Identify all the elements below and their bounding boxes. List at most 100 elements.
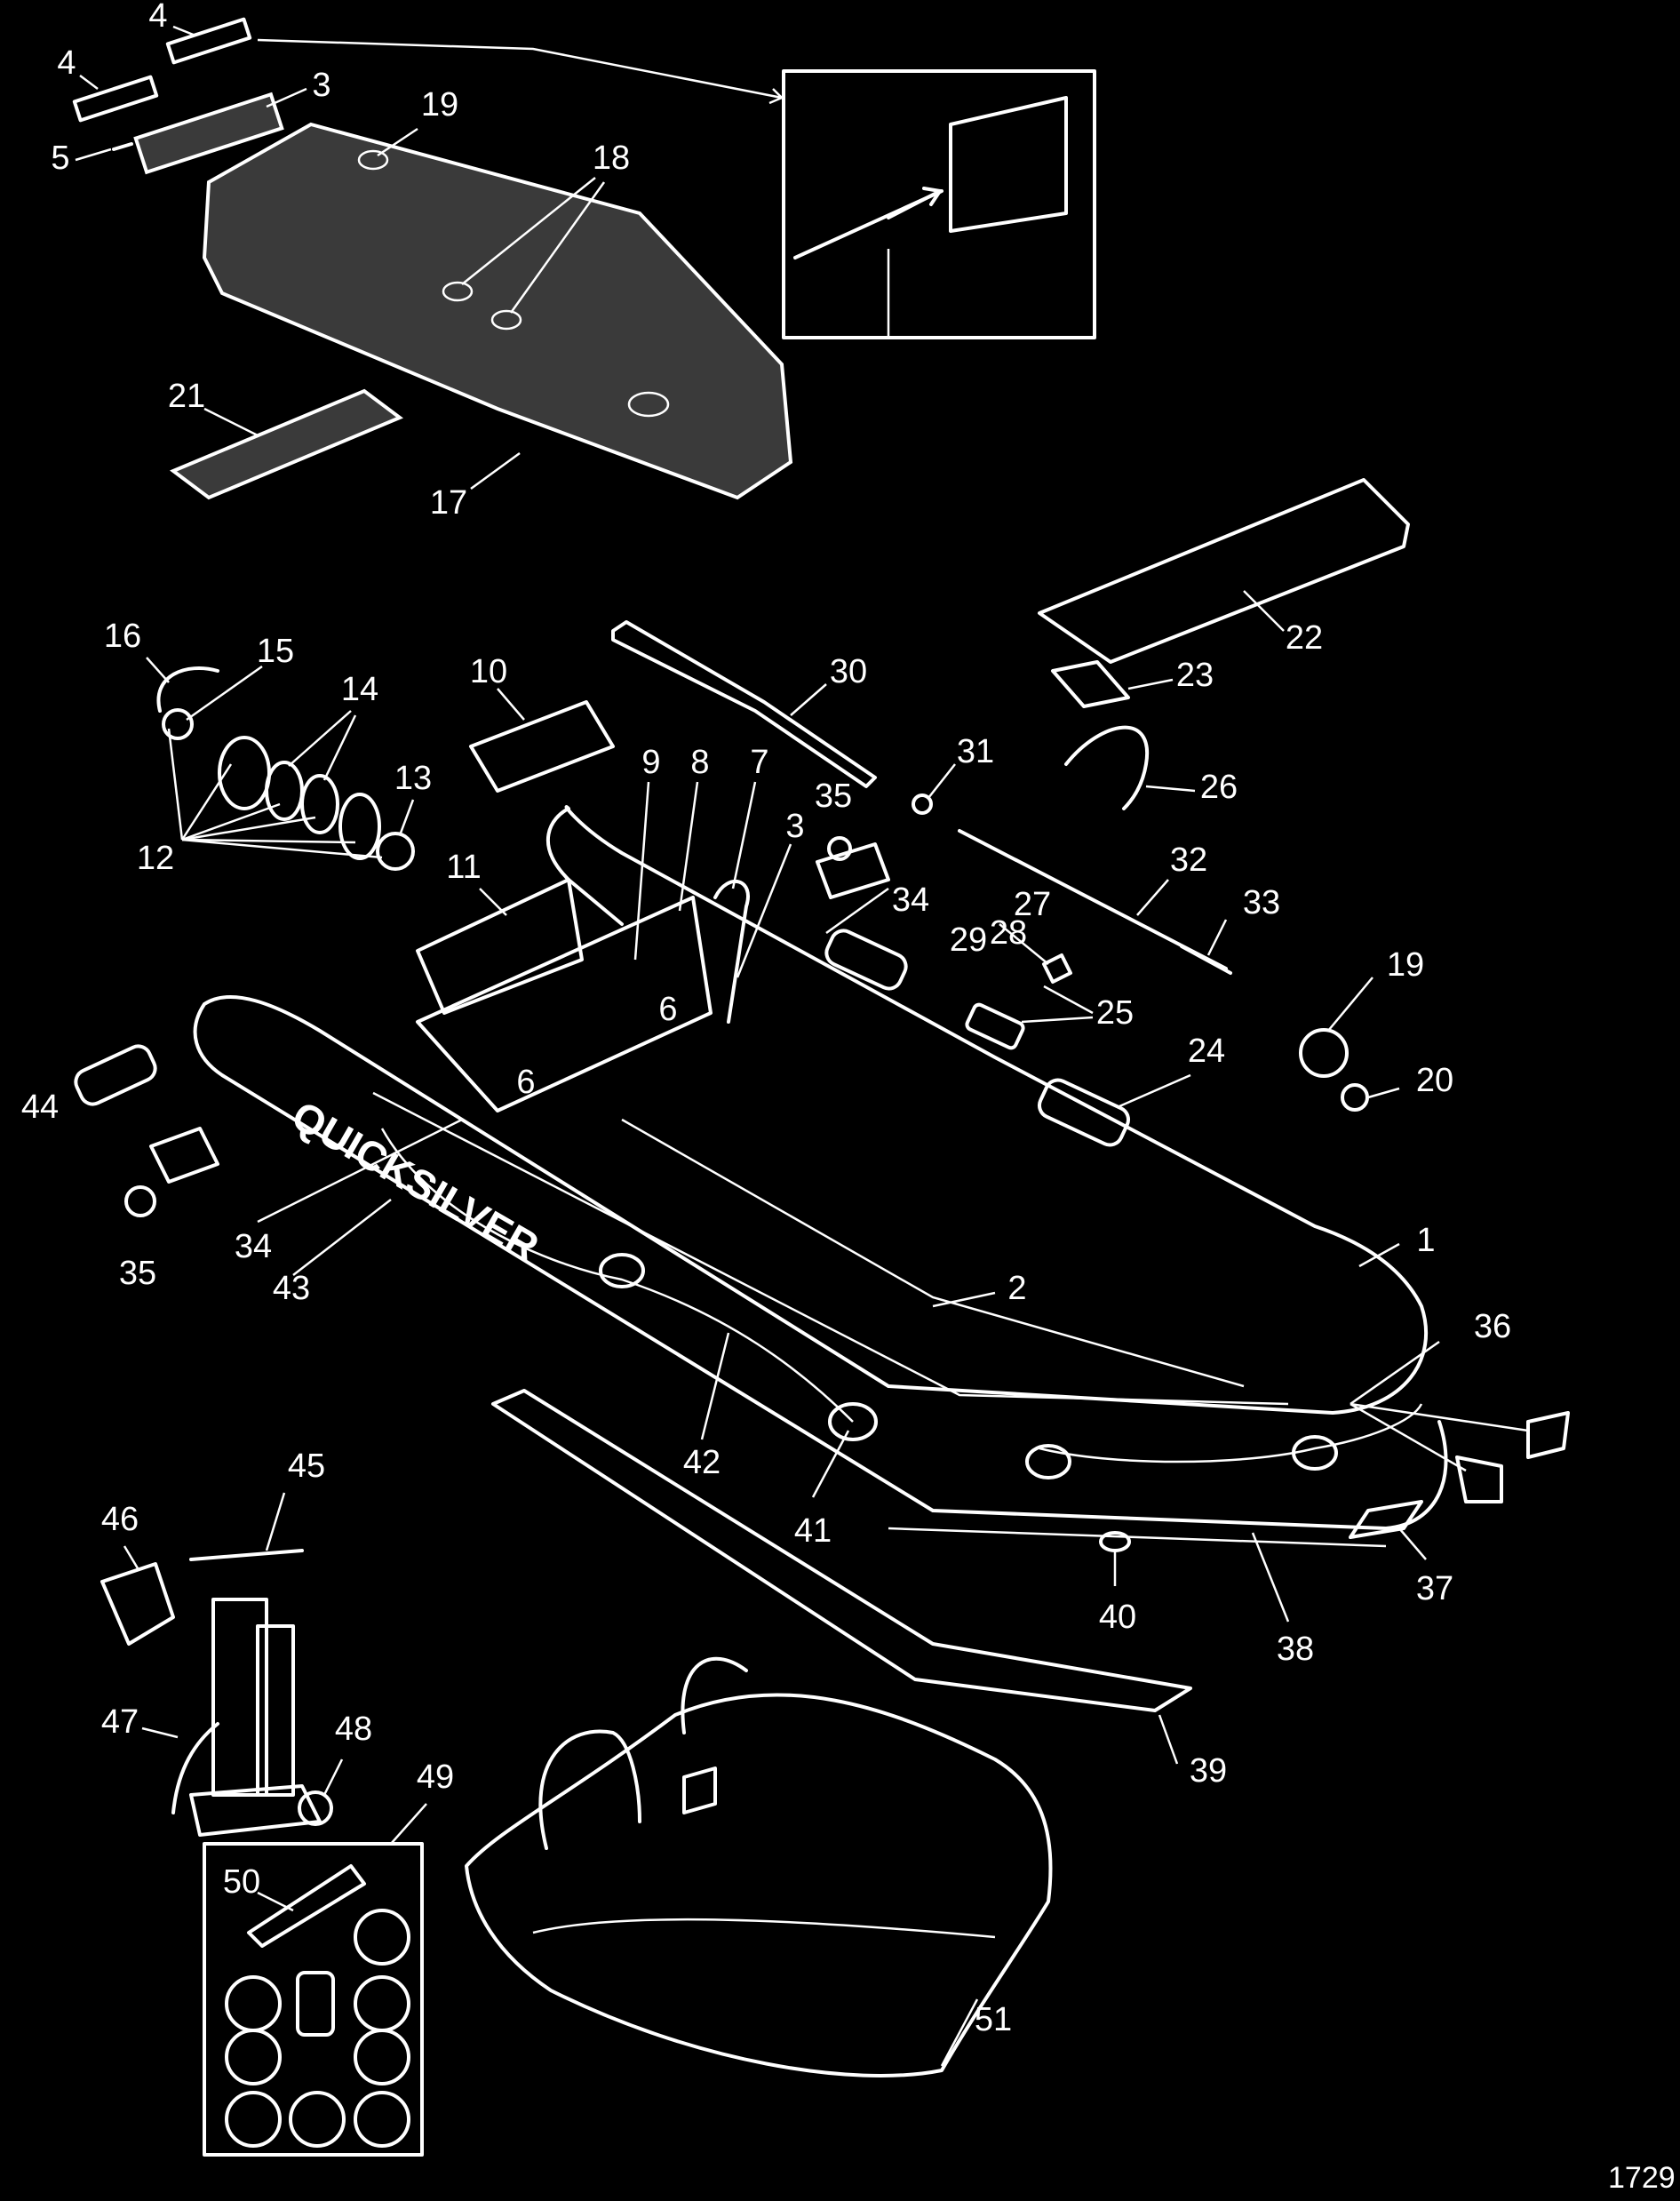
pump-barrel: [211, 1598, 268, 1797]
floor-2: [621, 1118, 1245, 1388]
callout-2: 2: [1007, 1270, 1026, 1307]
callout-19b: 19: [1387, 946, 1424, 984]
callout-20: 20: [1416, 1062, 1453, 1099]
callout-16: 16: [104, 618, 141, 655]
bag-logo: [682, 1766, 717, 1814]
detail-inset-frame: [782, 69, 1096, 339]
patch-g: [289, 2091, 346, 2148]
lead-30: [790, 683, 827, 716]
tether-26: [1064, 725, 1150, 810]
callout-27: 27: [1014, 886, 1051, 923]
oar-grip-33: [1180, 945, 1232, 975]
callout-41: 41: [794, 1512, 832, 1550]
valve-parts-group: [156, 666, 415, 871]
pad-a: [599, 1253, 645, 1288]
lead-14a: [288, 710, 352, 767]
storage-bag-group: [465, 1656, 1053, 2077]
detail-leader-arrow: [257, 38, 784, 105]
callout-11: 11: [446, 849, 481, 886]
hull-tube-1: [193, 805, 1448, 1530]
callout-42: 42: [683, 1444, 721, 1481]
hose-47: [171, 1722, 219, 1814]
callout-38: 38: [1277, 1631, 1314, 1668]
callout-4a: 4: [148, 0, 167, 35]
lead-11: [479, 888, 507, 916]
bow-patch-37: [1349, 1500, 1423, 1539]
callout-49: 49: [417, 1758, 454, 1796]
lead-51: [940, 1998, 979, 2067]
callout-34b: 34: [235, 1228, 272, 1265]
lead-4b: [79, 75, 99, 90]
callout-29: 29: [950, 921, 987, 959]
callout-14: 14: [341, 671, 378, 708]
o-ring-14a: [265, 761, 304, 821]
tether-16: [156, 666, 219, 713]
lead-12d: [181, 816, 316, 841]
callout-4b: 4: [57, 44, 76, 82]
valve-cap-20: [1341, 1083, 1369, 1112]
handle-24a: [824, 929, 908, 991]
keel-strip-21: [170, 388, 403, 500]
pump-base: [189, 1784, 322, 1837]
lead-42: [700, 1332, 730, 1440]
callout-51: 51: [975, 2001, 1012, 2038]
pump-handle-45: [189, 1549, 304, 1561]
rub-strake-39: [491, 1389, 1192, 1712]
lead-43: [292, 1199, 392, 1276]
callout-50: 50: [223, 1863, 260, 1901]
lead-37: [1398, 1527, 1427, 1560]
boat-hull-group: QUICKSILVER: [193, 805, 1570, 1712]
lead-9: [633, 781, 650, 961]
callout-23: 23: [1176, 657, 1214, 694]
seat-bracket-23: [1051, 660, 1130, 708]
hull-inner-edge: [372, 1091, 1289, 1406]
seat-pad-3: [133, 92, 284, 175]
lead-20: [1367, 1087, 1400, 1099]
lifeline-43: [380, 1128, 1423, 1463]
valve-19b: [1299, 1028, 1349, 1078]
callout-39: 39: [1190, 1752, 1227, 1790]
lead-45: [265, 1492, 286, 1551]
lead-36a: [1350, 1340, 1440, 1406]
lead-36b: [1350, 1402, 1467, 1472]
lead-5: [75, 148, 112, 162]
lead-33: [1206, 919, 1228, 956]
pump-kit-group: [100, 1549, 424, 2157]
lead-19a: [377, 127, 418, 157]
callout-48: 48: [335, 1711, 372, 1748]
lead-7: [731, 781, 757, 889]
lead-19b: [1327, 977, 1373, 1032]
lead-34a: [825, 887, 889, 935]
patch-f: [225, 2091, 282, 2148]
patch-d: [225, 2029, 282, 2085]
callout-43: 43: [273, 1270, 310, 1307]
lead-2: [932, 1291, 996, 1308]
transom-bracket-7: [713, 879, 750, 1024]
callout-25: 25: [1096, 994, 1134, 1032]
bag-handle-b: [681, 1656, 748, 1734]
callout-37: 37: [1416, 1570, 1453, 1607]
callout-36: 36: [1474, 1308, 1511, 1345]
o-ring-14b: [300, 774, 339, 834]
bag-seam: [532, 1918, 996, 1939]
lead-39: [1158, 1714, 1179, 1765]
callout-12: 12: [137, 840, 174, 877]
rub-strip-38: [888, 1527, 1387, 1548]
oarlock-pad-34b: [149, 1127, 219, 1184]
callout-17: 17: [430, 484, 467, 522]
lead-31: [928, 763, 956, 799]
callout-21: 21: [168, 378, 205, 415]
floor-valve-rear: [627, 391, 670, 418]
lead-41: [811, 1430, 850, 1498]
callout-3a: 3: [312, 67, 330, 104]
callout-34a: 34: [892, 881, 929, 919]
valve-body: [218, 736, 271, 810]
lead-25b: [1021, 1016, 1094, 1024]
leader-lines: [75, 25, 1529, 2067]
lead-17: [470, 451, 521, 490]
lead-50: [257, 1891, 294, 1912]
logo-36: [1526, 1411, 1570, 1459]
floorboard-17: [202, 122, 793, 500]
valve-cap-15: [162, 708, 194, 740]
lead-24: [1119, 1073, 1191, 1108]
